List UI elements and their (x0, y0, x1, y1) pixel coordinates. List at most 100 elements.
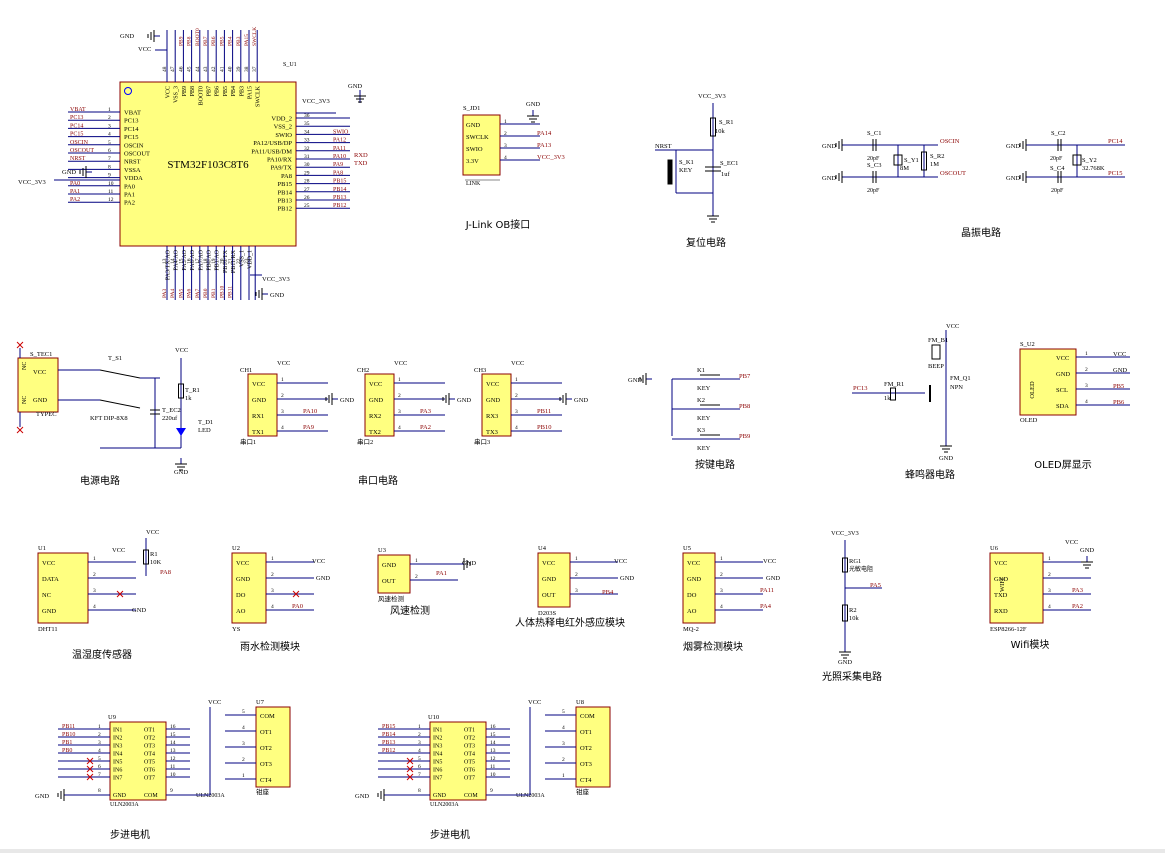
sensor-body (37, 552, 89, 624)
mcu-bottom-net: PA5 (178, 288, 184, 298)
uart-pin-num: 1 (281, 377, 284, 383)
dht-r (143, 549, 149, 565)
sensor-pin-name: VCC (42, 560, 55, 567)
sensor-pin-num: 1 (720, 556, 723, 562)
mcu-left-pin-name: VSSA (124, 167, 141, 174)
mcu-right-pin-name: PB14 (278, 189, 293, 196)
uart-pin-num: 4 (281, 425, 284, 431)
sensor-pin-num: 3 (1048, 588, 1051, 594)
uln-in-name: IN3 (113, 744, 122, 750)
typec-body (17, 357, 59, 413)
sensor-footer: MQ-2 (683, 626, 699, 633)
uln-in-num: 3 (98, 740, 101, 746)
pc15-net: PC15 (1108, 170, 1122, 177)
mcu-right-pin-num: 29 (304, 170, 310, 176)
mcu-top-pin-name: VSS_3 (174, 86, 180, 103)
sensor-pin-name: VCC (994, 560, 1007, 567)
motor-pin-num: 2 (562, 757, 565, 763)
jlink-pin-num: 2 (504, 131, 507, 137)
motor-pin-num: 3 (562, 741, 565, 747)
mcu-top-pin-num: 45 (187, 66, 193, 72)
nc-x1 (16, 341, 24, 349)
mcu-left-pin-num: 7 (108, 156, 111, 162)
switch-lever (99, 399, 141, 409)
smoke-vcc: VCC (763, 558, 776, 565)
sensor-body (682, 552, 716, 624)
sensor-pin-num: 1 (575, 556, 578, 562)
key-caption: 按键电路 (695, 458, 735, 471)
rain-gnd: GND (316, 575, 330, 582)
uln-in-num: 1 (418, 724, 421, 730)
uart-net: PA9 (303, 424, 314, 431)
transistor-name: FM_Q1 (950, 375, 971, 382)
uart-vcc: VCC (277, 360, 290, 367)
mcu-left-pin-num: 12 (108, 197, 114, 203)
sensor-pin-name: AO (687, 608, 697, 615)
uart-net: PB10 (537, 424, 551, 431)
sensor-pin-num: 3 (720, 588, 723, 594)
mcu-top-pin-num: 42 (211, 66, 217, 72)
uln-out-num: 15 (170, 732, 176, 738)
mcu-left-pin-num: 1 (108, 107, 111, 113)
mcu-top-pin-name: SWCLK (256, 85, 262, 107)
mcu-right-pin-num: 28 (304, 179, 310, 185)
key-name: K1 (697, 367, 705, 374)
motor-pin-num: 3 (242, 741, 245, 747)
jlink-pin-num: 4 (504, 155, 507, 161)
uln-out-num: 10 (170, 772, 176, 778)
motor-designator: U8 (576, 699, 584, 706)
uart-pin-num: 2 (398, 393, 401, 399)
mcu-left-net: PC15 (70, 132, 83, 138)
jlink-pin-num: 3 (504, 143, 507, 149)
uln-designator: U9 (108, 714, 116, 721)
uln-out-name: OT7 (144, 776, 155, 782)
mcu-top-pin-name: PB3 (239, 86, 245, 96)
uln-in-net: PB12 (382, 748, 395, 754)
uart-vcc: VCC (511, 360, 524, 367)
mcu-top-pin-num: 39 (236, 66, 242, 72)
mcu-bottom-net: PA7 (195, 288, 201, 298)
mcu-left-pin-num: 10 (108, 181, 114, 187)
mcu-top-pin-num: 37 (252, 66, 258, 72)
uln-in-num: 4 (98, 748, 101, 754)
smoke-caption: 烟雾检测模块 (683, 640, 743, 653)
uln-in-num: 5 (418, 756, 421, 762)
oled-caption: OLED屏显示 (1034, 459, 1091, 471)
sensor-pin-name: GND (542, 576, 556, 583)
mcu-right-net: PB14 (333, 187, 346, 193)
r2-name: S_R2 (930, 153, 944, 160)
uln-out-name: OT1 (144, 728, 155, 734)
psu-r (178, 383, 184, 399)
jlink-pin-num: 1 (504, 119, 507, 125)
sensor-designator: U2 (232, 545, 240, 552)
mcu-vcc33-bottom: VCC_3V3 (262, 276, 290, 283)
uln-nc (86, 765, 94, 773)
y2-value: 32.768K (1082, 165, 1105, 172)
mcu-left-net: PA0 (70, 181, 80, 187)
mcu-top-pin-num: 46 (178, 66, 184, 72)
sensor-pin-name: GND (994, 576, 1008, 583)
mcu-left-pin-num: 6 (108, 148, 111, 154)
reset-nrst-net: NRST (655, 143, 672, 150)
uart-pin-name: RX3 (486, 413, 498, 420)
motor-pin-name: COM (260, 713, 275, 720)
mcu-top-net: SWCLK (252, 27, 258, 46)
r2-value: 1M (930, 161, 939, 168)
mcu-bottom-net: PB10 (219, 286, 225, 298)
buzzer-r-name: FM_R1 (884, 381, 904, 388)
sensor-designator: U3 (378, 547, 386, 554)
mcu-top-net: PB6 (211, 36, 217, 46)
mcu-bottom-pin-num: 16 (187, 258, 193, 264)
light-gnd-label: GND (838, 659, 852, 666)
mcu-left-net: PC13 (70, 115, 83, 121)
uln-nc (406, 765, 414, 773)
mcu-top-net: PB5 (219, 36, 225, 46)
uln-in-num: 5 (98, 756, 101, 762)
sensor-footer: DHT11 (38, 626, 58, 633)
sensor-pin-name: RXD (994, 608, 1008, 615)
sensor-pin-name: VCC (542, 560, 555, 567)
uln-in-num: 1 (98, 724, 101, 730)
mcu-right-pin-name: PA8 (281, 173, 292, 180)
oled-net: PB6 (1113, 399, 1125, 406)
